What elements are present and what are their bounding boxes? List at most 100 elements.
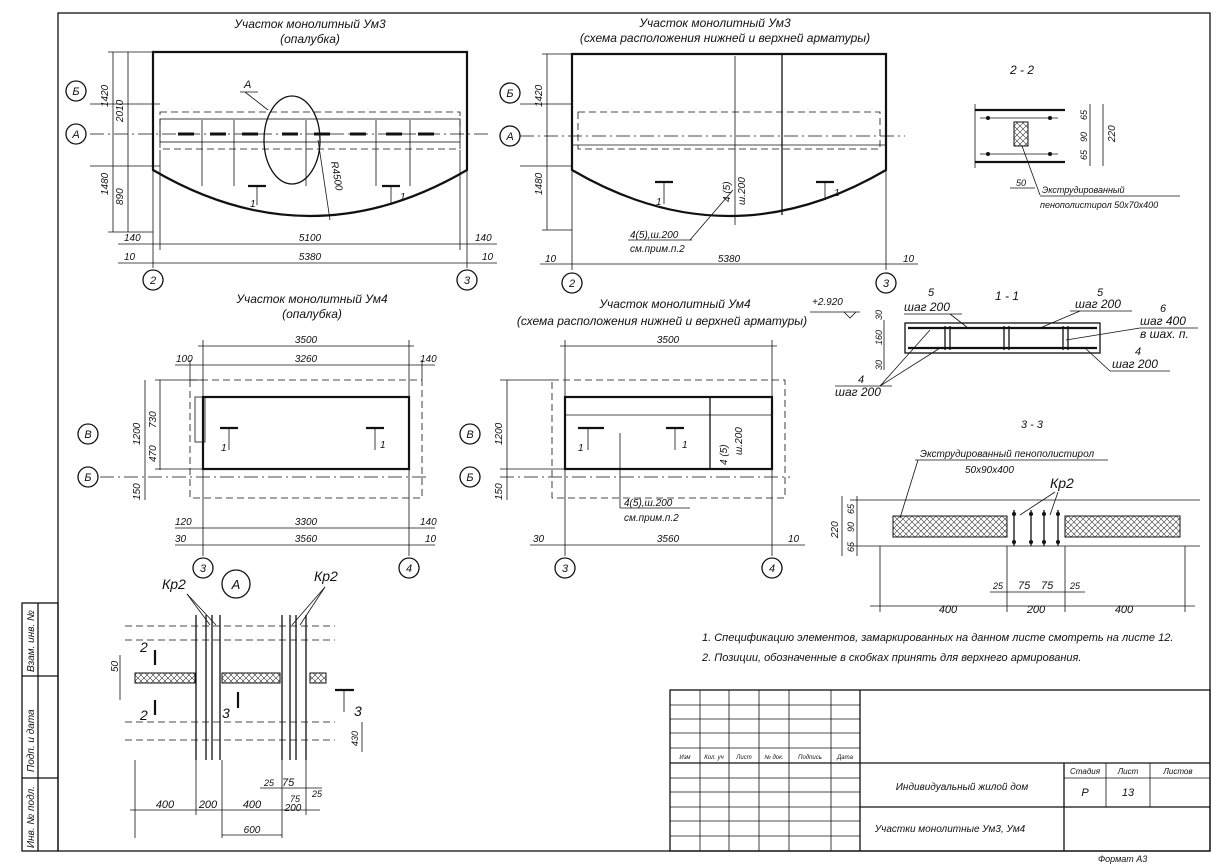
um3-axis-b: Б xyxy=(72,86,79,98)
um3-dim-890: 890 xyxy=(115,188,126,205)
um4-dim-730: 730 xyxy=(148,411,159,428)
um3-section-mark-left: 1 xyxy=(250,199,256,210)
node-a-mark-right: Кр2 xyxy=(314,568,338,584)
um3-rebar-slab-outline xyxy=(570,52,888,217)
um3-dim-1420: 1420 xyxy=(100,84,111,107)
s22-dim-65b: 65 xyxy=(1079,149,1089,160)
node-a-dim-400b: 400 xyxy=(243,799,262,811)
section-3-3-title: 3 - 3 xyxy=(1021,419,1044,431)
um4-dim-120: 120 xyxy=(175,517,192,528)
um3-rebar-axis-a: А xyxy=(505,131,513,143)
note-1: 1. Спецификацию элементов, замаркированн… xyxy=(702,632,1173,644)
view-um4-formwork: Участок монолитный Ум4 (опалубка) 1 1 35… xyxy=(77,292,437,579)
note-2: 2. Позиции, обозначенные в скобках приня… xyxy=(701,652,1081,664)
um3-rebar-bar-label: 4 (5) xyxy=(722,181,733,202)
um4-dim-10: 10 xyxy=(425,534,437,545)
um4-rebar-leader-label: 4(5),ш.200 xyxy=(624,498,673,509)
tb-col-date: Дата xyxy=(836,755,853,761)
title-block: Изм Кол. уч Лист № док. Подпись Дата Инд… xyxy=(669,689,1211,852)
um3-slab-outline xyxy=(151,50,469,217)
um3-rebar-dim-1420: 1420 xyxy=(534,84,545,107)
tb-sheet: 13 xyxy=(1122,787,1135,799)
s33-dim-25b: 25 xyxy=(1069,581,1081,591)
um3-formwork-subtitle: (опалубка) xyxy=(280,32,340,46)
s33-dim-75a: 75 xyxy=(1018,580,1031,592)
tb-sheet-title: Участки монолитные Ум3, Ум4 xyxy=(874,824,1026,835)
um3-rebar-section-left: 1 xyxy=(656,197,662,208)
um4-dim-3260: 3260 xyxy=(295,354,318,365)
um4-rebar-dim-30: 30 xyxy=(533,534,545,545)
stamp-sign-date: Подп. и дата xyxy=(26,709,37,772)
view-um3-formwork: Участок монолитный Ум3 (опалубка) А R450… xyxy=(65,17,497,291)
s33-dim-75b: 75 xyxy=(1041,580,1054,592)
um4-dim-100: 100 xyxy=(176,354,193,365)
um4-rebar-slab-outline xyxy=(563,395,774,471)
node-a-section-3b: 3 xyxy=(354,703,362,719)
tb-col-doc: № док. xyxy=(764,754,783,761)
node-a-dim-200a: 200 xyxy=(198,799,218,811)
s22-dim-50: 50 xyxy=(1016,178,1026,188)
um4-rebar-dim-1200: 1200 xyxy=(494,422,505,445)
um4-rebar-leader-note: см.прим.п.2 xyxy=(624,513,679,524)
s22-dim-90: 90 xyxy=(1079,132,1089,142)
um3-axis-3: 3 xyxy=(464,275,471,287)
s22-dim-65a: 65 xyxy=(1079,109,1089,120)
s11-dim-30a: 30 xyxy=(874,310,884,320)
s11-label-step-5: шаг 200 xyxy=(835,385,881,399)
tb-project: Индивидуальный жилой дом xyxy=(896,782,1029,793)
um3-rebar-dim-1480: 1480 xyxy=(534,172,545,195)
section-1-1-title: 1 - 1 xyxy=(995,289,1019,303)
um4-slab-outline xyxy=(201,395,411,471)
um3-section-mark-right: 1 xyxy=(400,192,406,203)
node-a: А Кр2 Кр2 2 2 3 3 50 430 xyxy=(110,568,363,838)
view-um3-rebar: Участок монолитный Ум3 (схема расположен… xyxy=(499,16,918,294)
um3-rebar-leader-label: 4(5),ш.200 xyxy=(630,230,679,241)
s11-label-step-3: шаг 400 xyxy=(1140,314,1186,328)
um3-rebar-dim-5380: 5380 xyxy=(718,254,741,265)
um4-dim-3500: 3500 xyxy=(295,335,318,346)
stamp-inv-zam: Взам. инв. № xyxy=(26,610,37,672)
node-a-dim-25a: 25 xyxy=(263,778,275,788)
node-a-dim-75a: 75 xyxy=(282,777,295,789)
section-3-3: 3 - 3 Экструдированный пенополистирол 50… xyxy=(830,419,1200,616)
um4-dim-30: 30 xyxy=(175,534,187,545)
um3-dim-10-right: 10 xyxy=(482,252,494,263)
um4-rebar-dim-3500: 3500 xyxy=(657,335,680,346)
um3-rebar-axis-2: 2 xyxy=(568,278,575,290)
node-a-dim-400a: 400 xyxy=(156,799,175,811)
um4-formwork-subtitle: (опалубка) xyxy=(282,307,342,321)
node-a-title: А xyxy=(231,577,241,592)
tb-sheets-header: Листов xyxy=(1162,767,1192,776)
um4-rebar-bar-label: 4 (5) xyxy=(719,444,730,465)
s11-label-pos-4: 4 xyxy=(1135,346,1141,358)
um3-rebar-dim-10-left: 10 xyxy=(545,254,557,265)
node-a-section-3a: 3 xyxy=(222,705,230,721)
um4-section-mark-right: 1 xyxy=(380,440,386,451)
um4-rebar-axis-v: В xyxy=(466,429,473,441)
um3-rebar-axis-3: 3 xyxy=(883,278,890,290)
tb-col-kol: Кол. уч xyxy=(704,755,724,761)
um4-rebar-axis-3: 3 xyxy=(562,563,569,575)
um4-axis-v: В xyxy=(84,429,91,441)
s33-dim-25a: 25 xyxy=(992,581,1004,591)
um3-dim-2010: 2010 xyxy=(115,99,126,123)
s33-note-1: Экструдированный пенополистирол xyxy=(920,449,1094,460)
s22-note-1: Экструдированный xyxy=(1042,185,1125,195)
um3-axis-a: А xyxy=(71,129,79,141)
node-a-dim-200b: 200 xyxy=(284,803,302,814)
um3-rebar-bar-step: ш.200 xyxy=(737,177,748,205)
um4-dim-150: 150 xyxy=(132,483,143,500)
um3-rebar-subtitle: (схема расположения нижней и верхней арм… xyxy=(580,31,870,45)
node-a-dim-75b: 75 xyxy=(290,794,301,804)
um4-section-mark-left: 1 xyxy=(221,443,227,454)
um4-rebar-title: Участок монолитный Ум4 xyxy=(598,297,751,311)
um4-dim-3560: 3560 xyxy=(295,534,318,545)
s11-dim-160: 160 xyxy=(874,330,884,345)
s33-dim-65b: 65 xyxy=(846,541,856,552)
s11-label-step-4: шаг 200 xyxy=(1112,357,1158,371)
um4-rebar-axis-4: 4 xyxy=(769,563,775,575)
tb-sheet-header: Лист xyxy=(1117,767,1139,776)
um4-dim-140-bottom: 140 xyxy=(420,517,437,528)
node-a-dim-50: 50 xyxy=(110,660,121,672)
um3-dim-140-left: 140 xyxy=(124,233,141,244)
